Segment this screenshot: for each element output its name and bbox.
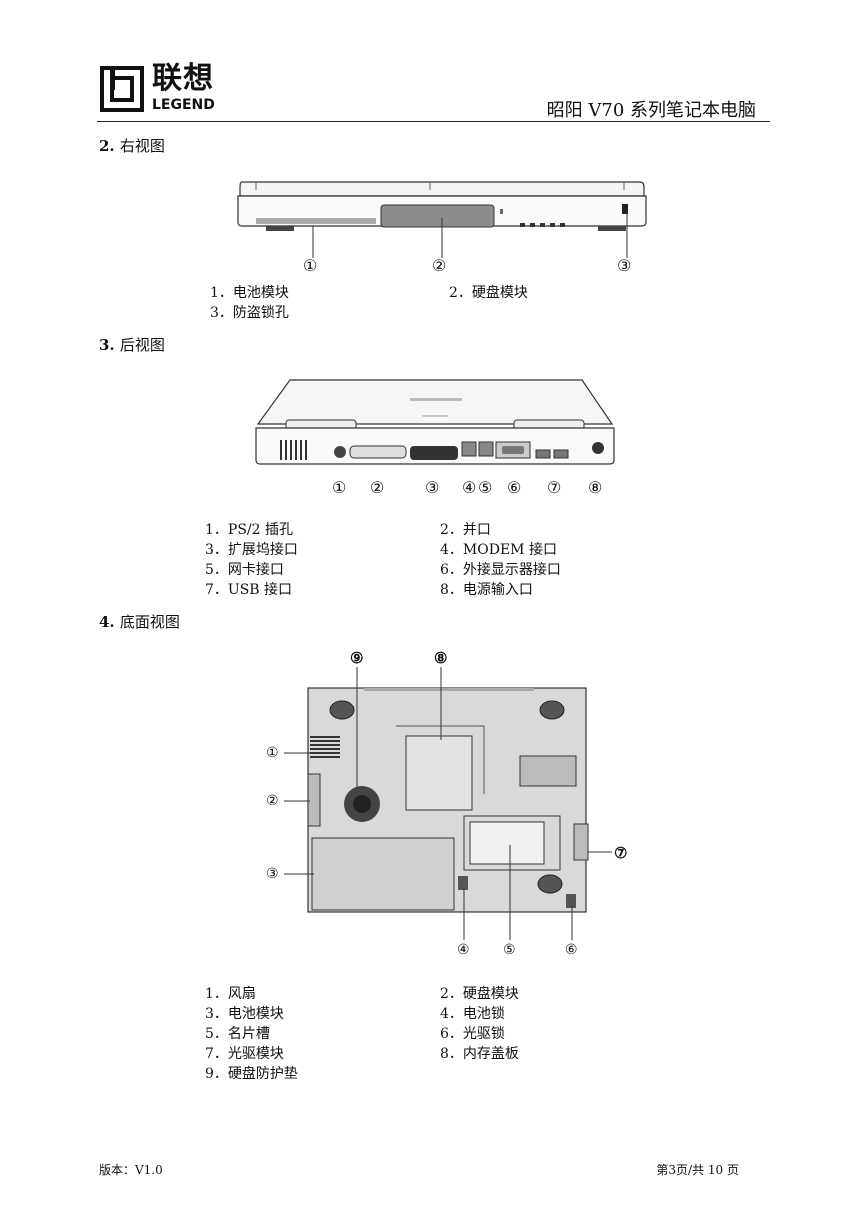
bottom-marker-3: ③ — [266, 866, 279, 882]
back-marker-8: ⑧ — [588, 478, 603, 497]
bottom-marker-1: ① — [266, 745, 279, 761]
caption-bottom-9: 9．硬盘防护垫 — [205, 1066, 298, 1082]
caption-back-7: 7．USB 接口 — [205, 582, 293, 598]
section-bottom-heading: 4. 底面视图 — [99, 611, 180, 632]
header-rule — [97, 121, 770, 122]
section-title: 后视图 — [119, 336, 165, 354]
footer-page-number: 第3页/共 10 页 — [656, 1163, 739, 1177]
bottom-marker-8: ⑧ — [434, 649, 448, 667]
section-right-heading: 2. 右视图 — [99, 135, 165, 156]
bottom-marker-6: ⑥ — [565, 942, 578, 958]
caption-back-8: 8．电源输入口 — [440, 582, 533, 598]
caption-right-2: 2．硬盘模块 — [449, 285, 528, 301]
back-view-figure — [252, 376, 618, 468]
caption-back-5: 5．网卡接口 — [205, 562, 284, 578]
caption-bottom-6: 6．光驱锁 — [440, 1026, 505, 1042]
section-title: 底面视图 — [119, 613, 180, 631]
caption-back-1: 1．PS/2 插孔 — [205, 522, 293, 538]
back-marker-6: ⑥ — [507, 478, 522, 497]
caption-bottom-7: 7．光驱模块 — [205, 1046, 284, 1062]
section-number: 4. — [99, 613, 115, 631]
logo-chinese-text: 联想 — [152, 61, 214, 96]
bottom-marker-2: ② — [266, 793, 279, 809]
back-marker-5: ⑤ — [478, 478, 493, 497]
section-number: 2. — [99, 137, 115, 155]
section-title: 右视图 — [119, 137, 165, 155]
back-marker-4: ④ — [462, 478, 477, 497]
bottom-view-figure — [300, 684, 590, 916]
legend-logo-mark — [100, 66, 144, 112]
bottom-marker-4: ④ — [457, 942, 470, 958]
caption-bottom-2: 2．硬盘模块 — [440, 986, 519, 1002]
logo-english-text: LEGEND — [152, 97, 215, 113]
bottom-marker-5: ⑤ — [503, 942, 516, 958]
right-view-figure — [236, 178, 648, 278]
caption-bottom-8: 8．内存盖板 — [440, 1046, 519, 1062]
caption-back-6: 6．外接显示器接口 — [440, 562, 561, 578]
caption-bottom-4: 4．电池锁 — [440, 1006, 505, 1022]
caption-bottom-1: 1．风扇 — [205, 986, 256, 1002]
bottom-marker-9: ⑨ — [350, 649, 364, 667]
right-marker-1: ① — [303, 256, 318, 275]
caption-bottom-5: 5．名片槽 — [205, 1026, 270, 1042]
caption-right-1: 1．电池模块 — [210, 285, 289, 301]
section-back-heading: 3. 后视图 — [99, 334, 165, 355]
caption-right-3: 3．防盗锁孔 — [210, 305, 289, 321]
caption-bottom-3: 3．电池模块 — [205, 1006, 284, 1022]
caption-back-4: 4．MODEM 接口 — [440, 542, 557, 558]
back-marker-2: ② — [370, 478, 385, 497]
caption-back-2: 2．并口 — [440, 522, 491, 538]
back-marker-3: ③ — [425, 478, 440, 497]
back-marker-7: ⑦ — [547, 478, 562, 497]
right-marker-2: ② — [432, 256, 447, 275]
document-title: 昭阳 V70 系列笔记本电脑 — [546, 100, 756, 121]
section-number: 3. — [99, 336, 115, 354]
bottom-marker-7: ⑦ — [614, 844, 628, 862]
back-marker-1: ① — [332, 478, 347, 497]
caption-back-3: 3．扩展坞接口 — [205, 542, 298, 558]
footer-version: 版本：V1.0 — [99, 1163, 163, 1177]
right-marker-3: ③ — [617, 256, 632, 275]
